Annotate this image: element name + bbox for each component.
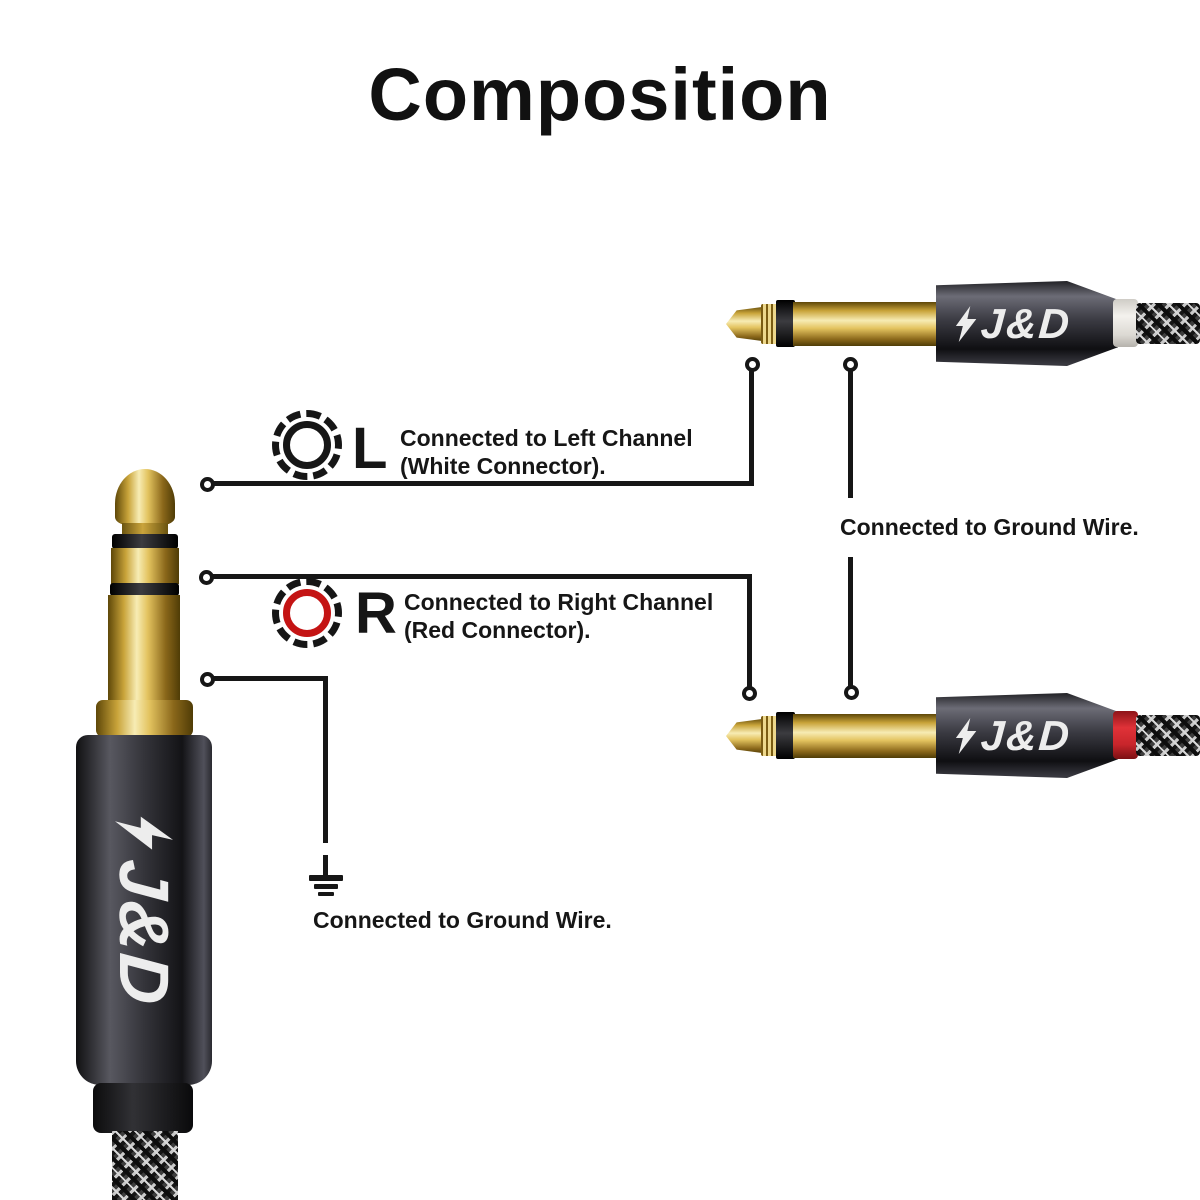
ground-bottom-caption: Connected to Ground Wire. [313, 907, 612, 933]
right-channel-wire-horizontal [206, 574, 752, 579]
dot-plug-red-tip [742, 686, 757, 701]
trs-jack-connector: J&D [76, 469, 212, 1200]
lightning-bolt-icon [955, 717, 977, 754]
ground-wire-left-horizontal [207, 676, 328, 681]
dot-jack-sleeve [200, 672, 215, 687]
left-channel-wire-vertical [749, 370, 754, 485]
trs-jack-sleeve [108, 595, 180, 702]
plug-red-insulator-ring [776, 712, 795, 759]
plug-white-sleeve [793, 302, 938, 346]
page-title: Composition [368, 53, 832, 136]
plug-white-insulator-ring [776, 300, 795, 347]
right-channel-letter: R [355, 581, 397, 646]
right-channel-caption: Connected to Right Channel (Red Connecto… [404, 588, 713, 644]
brand-logo: J&D [954, 711, 1073, 760]
right-channel-caption-line1: Connected to Right Channel [404, 589, 714, 615]
trs-jack-insulator-ring-2 [110, 583, 179, 596]
dot-jack-tip [200, 477, 215, 492]
brand-logo: J&D [104, 813, 184, 1009]
right-channel-ring-icon [272, 578, 342, 648]
plug-white-knurl [761, 304, 778, 344]
dot-plug-white-tip [745, 357, 760, 372]
dot-jack-ring [199, 570, 214, 585]
left-channel-ring-inner [283, 421, 331, 469]
right-channel-ring-inner [283, 589, 331, 637]
left-channel-letter: L [352, 416, 388, 481]
plug-white-barrel: J&D [936, 281, 1118, 366]
brand-logo-text: J&D [105, 857, 183, 1009]
plug-red-knurl [761, 716, 778, 756]
brand-logo: J&D [954, 299, 1073, 348]
ground-symbol-icon [309, 875, 343, 881]
trs-jack-insulator-ring-1 [112, 534, 178, 549]
right-channel-caption-line2: (Red Connector). [404, 617, 591, 643]
left-channel-ring-icon [272, 410, 342, 480]
ground-wire-left-vertical [323, 678, 328, 843]
plug-red-sleeve [793, 714, 938, 758]
plug-red-tip [726, 718, 764, 754]
brand-logo-text: J&D [979, 711, 1073, 759]
left-channel-caption: Connected to Left Channel (White Connect… [400, 424, 693, 480]
trs-jack-collar [96, 700, 193, 737]
plug-red-braided-cable [1136, 715, 1200, 756]
mono-plug-white: J&D [726, 281, 1200, 366]
trs-jack-ring-band [111, 548, 179, 584]
ground-wire-right-lower [848, 557, 853, 687]
ground-symbol-stem [323, 855, 328, 877]
plug-white-braided-cable [1136, 303, 1200, 344]
right-channel-wire-vertical [747, 576, 752, 688]
lightning-bolt-icon [955, 305, 977, 342]
trs-jack-tip [115, 469, 175, 525]
ground-wire-right-upper [848, 371, 853, 498]
plug-white-collar [1113, 299, 1138, 347]
left-channel-wire-horizontal [207, 481, 754, 486]
plug-white-tip [726, 306, 764, 342]
trs-jack-barrel: J&D [76, 735, 212, 1085]
plug-red-barrel: J&D [936, 693, 1118, 778]
trs-jack-braided-cable [112, 1131, 178, 1200]
plug-red-collar [1113, 711, 1138, 759]
lightning-bolt-icon [115, 816, 173, 850]
mono-plug-red: J&D [726, 693, 1200, 778]
dot-plug-white-sleeve [843, 357, 858, 372]
brand-logo-text: J&D [979, 299, 1073, 347]
left-channel-caption-line1: Connected to Left Channel [400, 425, 693, 451]
ground-symbol-bar-2 [314, 884, 338, 889]
dot-plug-red-sleeve [844, 685, 859, 700]
trs-jack-neck-groove [122, 523, 168, 535]
ground-right-caption: Connected to Ground Wire. [840, 514, 1139, 540]
ground-symbol-bar-3 [318, 892, 334, 896]
trs-jack-strain-relief [93, 1083, 193, 1133]
left-channel-caption-line2: (White Connector). [400, 453, 606, 479]
